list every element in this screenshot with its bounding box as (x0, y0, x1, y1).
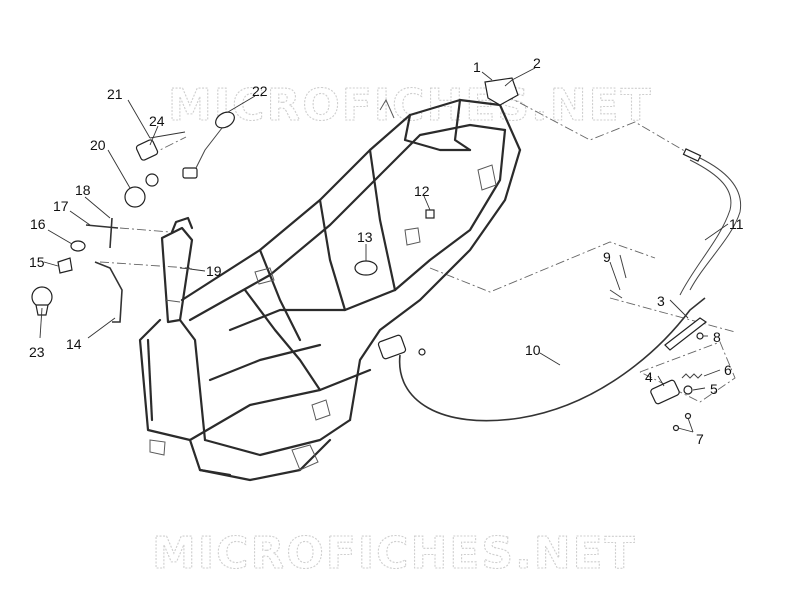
callout-20: 20 (90, 137, 106, 153)
fuel-cap (215, 111, 235, 129)
scooter-frame (138, 77, 522, 482)
o-ring (354, 260, 378, 276)
callout-17: 17 (53, 198, 69, 214)
callout-24: 24 (149, 113, 165, 129)
sensor-plug (182, 167, 198, 179)
callout-5: 5 (710, 381, 718, 397)
callout-15: 15 (29, 254, 45, 270)
ignition-switch (124, 186, 146, 208)
callout-13: 13 (357, 229, 373, 245)
callout-10: 10 (525, 342, 541, 358)
seat-lock (650, 379, 680, 405)
callout-14: 14 (66, 336, 82, 352)
callout-7: 7 (696, 431, 704, 447)
parts (31, 111, 742, 432)
sensor-23 (31, 286, 53, 308)
callout-1: 1 (473, 59, 481, 75)
callout-18: 18 (75, 182, 91, 198)
rear-bracket (484, 77, 519, 106)
callout-12: 12 (414, 183, 430, 199)
callout-6: 6 (724, 362, 732, 378)
callout-16: 16 (30, 216, 46, 232)
callout-8: 8 (713, 329, 721, 345)
callout-3: 3 (657, 293, 665, 309)
callout-2: 2 (533, 55, 541, 71)
watermark-top: MICROFICHES.NET (168, 80, 653, 131)
callout-11: 11 (729, 216, 744, 232)
assembly-dash-lines (99, 94, 736, 403)
watermark-bottom: MICROFICHES.NET (152, 528, 637, 579)
leader-lines (39, 67, 729, 433)
mount-bracket (377, 334, 407, 360)
callout-4: 4 (645, 369, 653, 385)
lock-body (135, 139, 159, 161)
callout-21: 21 (107, 86, 123, 102)
callout-labels: 1 2 3 4 5 6 7 8 9 10 11 12 13 14 15 16 1… (29, 55, 744, 447)
cable-10 (398, 297, 706, 422)
callout-9: 9 (603, 249, 611, 265)
callout-23: 23 (29, 344, 45, 360)
callout-22: 22 (252, 83, 268, 99)
lever (664, 317, 708, 351)
callout-19: 19 (206, 263, 222, 279)
